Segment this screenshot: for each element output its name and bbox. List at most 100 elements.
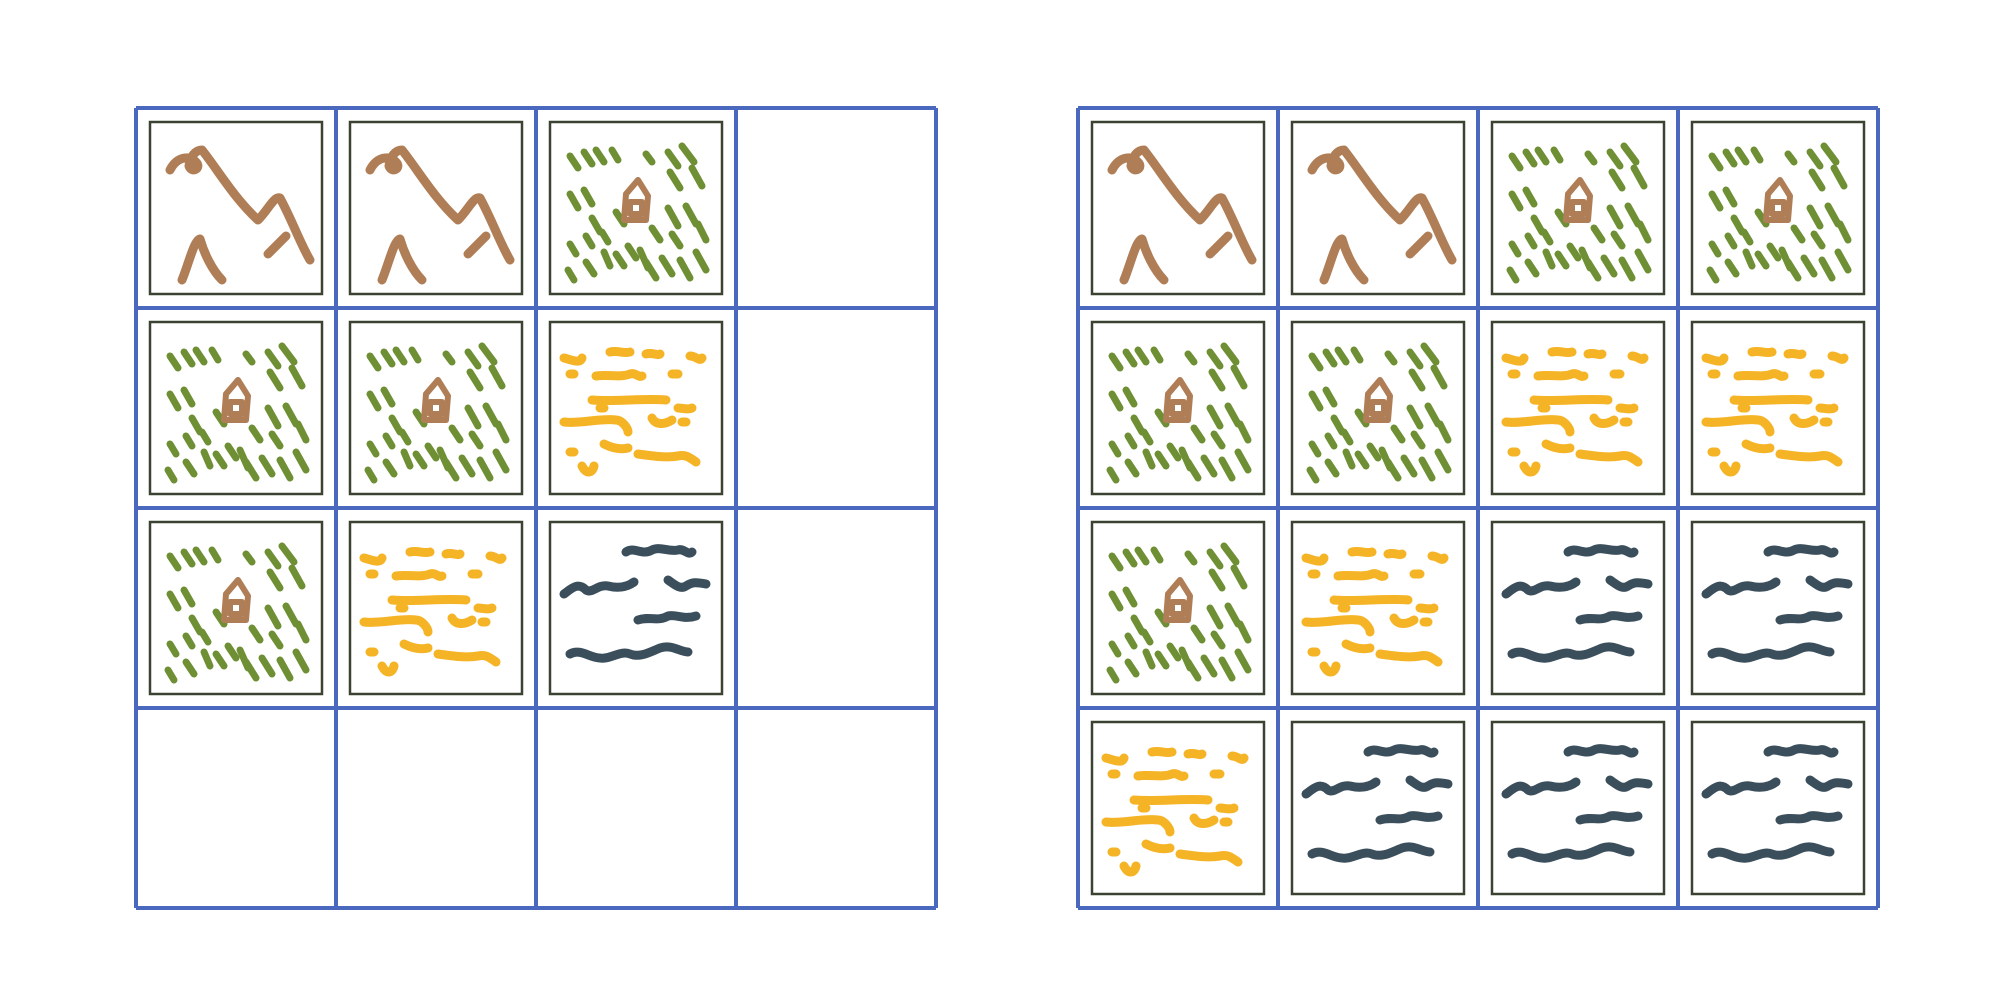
- water-icon-art: [1501, 744, 1653, 863]
- cell-1-2-desert: [1490, 320, 1666, 496]
- cell-2-3-water: [1690, 520, 1866, 696]
- forest-strokes: [1106, 342, 1252, 484]
- tile-border: [348, 120, 524, 296]
- tile-border: [1090, 120, 1266, 296]
- cell-2-1-desert: [1290, 520, 1466, 696]
- desert-tile: [1290, 520, 1466, 696]
- water-icon-art: [1501, 544, 1653, 663]
- house-icon: [1163, 377, 1193, 423]
- house-icon: [1763, 177, 1793, 223]
- forest-strokes: [1506, 142, 1652, 284]
- cell-2-0-forest: [148, 520, 324, 696]
- house-icon: [221, 377, 251, 423]
- mountain-icon: [365, 145, 515, 285]
- tile-border: [1290, 120, 1466, 296]
- forest-tile: [548, 120, 724, 296]
- forest-icon-art: [564, 142, 710, 284]
- forest-icon-art: [1106, 542, 1252, 684]
- forest-icon-art: [364, 342, 510, 484]
- forest-icon-art: [1106, 342, 1252, 484]
- cell-0-2-forest: [1490, 120, 1666, 296]
- mountain-icon-art: [1107, 145, 1257, 285]
- water-tile: [1690, 520, 1866, 696]
- cell-1-1-forest: [1290, 320, 1466, 496]
- house-icon: [621, 177, 651, 223]
- cell-2-0-forest: [1090, 520, 1266, 696]
- forest-strokes: [1106, 542, 1252, 684]
- desert-icon-art: [559, 346, 707, 477]
- mountain-tile: [348, 120, 524, 296]
- desert-strokes: [1301, 546, 1449, 677]
- forest-strokes: [164, 342, 310, 484]
- water-waves: [1301, 744, 1453, 863]
- mountain-icon: [1107, 145, 1257, 285]
- house-icon: [421, 377, 451, 423]
- forest-strokes: [164, 542, 310, 684]
- cell-3-3-water: [1690, 720, 1866, 896]
- desert-strokes: [1701, 346, 1849, 477]
- left-board-partial: [133, 105, 938, 910]
- cell-0-1-mountain: [1290, 120, 1466, 296]
- cell-2-2-water: [548, 520, 724, 696]
- house-icon: [1163, 577, 1193, 623]
- desert-tile: [548, 320, 724, 496]
- forest-icon-art: [164, 342, 310, 484]
- forest-tile: [348, 320, 524, 496]
- water-waves: [1701, 544, 1853, 663]
- water-tile: [1290, 720, 1466, 896]
- cell-0-1-mountain: [348, 120, 524, 296]
- cell-3-2-water: [1490, 720, 1666, 896]
- desert-icon-art: [1701, 346, 1849, 477]
- desert-icon-art: [1101, 746, 1249, 877]
- cell-0-3-forest: [1690, 120, 1866, 296]
- water-tile: [1490, 720, 1666, 896]
- mountain-icon-art: [165, 145, 315, 285]
- mountain-tile: [148, 120, 324, 296]
- desert-tile: [1690, 320, 1866, 496]
- cell-3-1-water: [1290, 720, 1466, 896]
- house-icon: [1563, 177, 1593, 223]
- board-svg: [134, 106, 938, 910]
- cell-2-1-desert: [348, 520, 524, 696]
- desert-icon-art: [1501, 346, 1649, 477]
- water-waves: [559, 544, 711, 663]
- forest-strokes: [564, 142, 710, 284]
- desert-tile: [1090, 720, 1266, 896]
- forest-icon-art: [1306, 342, 1452, 484]
- desert-icon-art: [359, 546, 507, 677]
- forest-icon-art: [164, 542, 310, 684]
- water-tile: [548, 520, 724, 696]
- forest-tile: [1090, 520, 1266, 696]
- cell-0-0-mountain: [1090, 120, 1266, 296]
- water-tile: [1690, 720, 1866, 896]
- water-icon-art: [1301, 744, 1453, 863]
- water-icon-art: [1701, 744, 1853, 863]
- mountain-tile: [1290, 120, 1466, 296]
- cell-0-2-forest: [548, 120, 724, 296]
- water-icon-art: [559, 544, 711, 663]
- grid-lines: [1076, 106, 1880, 910]
- desert-icon-art: [1301, 546, 1449, 677]
- grid-lines: [134, 106, 938, 910]
- cell-1-3-desert: [1690, 320, 1866, 496]
- desert-strokes: [1501, 346, 1649, 477]
- cell-1-1-forest: [348, 320, 524, 496]
- mountain-icon-art: [365, 145, 515, 285]
- desert-strokes: [559, 346, 707, 477]
- mountain-tile: [1090, 120, 1266, 296]
- cell-0-0-mountain: [148, 120, 324, 296]
- water-icon-art: [1701, 544, 1853, 663]
- tile-border: [148, 120, 324, 296]
- forest-strokes: [1706, 142, 1852, 284]
- water-waves: [1701, 744, 1853, 863]
- cell-2-2-water: [1490, 520, 1666, 696]
- cell-1-2-desert: [548, 320, 724, 496]
- board-svg: [1076, 106, 1880, 910]
- house-icon: [221, 577, 251, 623]
- water-tile: [1490, 520, 1666, 696]
- desert-strokes: [359, 546, 507, 677]
- desert-strokes: [1101, 746, 1249, 877]
- water-waves: [1501, 544, 1653, 663]
- forest-tile: [148, 320, 324, 496]
- desert-tile: [348, 520, 524, 696]
